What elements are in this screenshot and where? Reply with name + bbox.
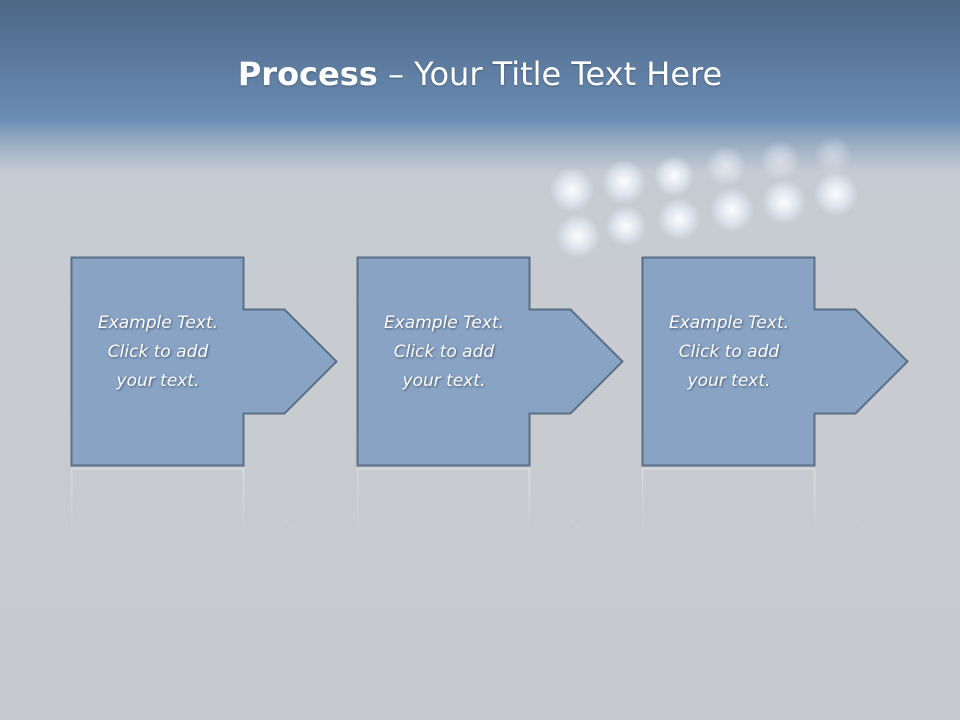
process-step-1[interactable]: Example Text. Click to add your text. [70, 256, 341, 467]
step-1-line-1: Example Text. [97, 313, 219, 333]
step-3-line-1: Example Text. [668, 313, 790, 333]
step-3-reflection [642, 468, 875, 538]
step-3-arrow-shape [641, 256, 909, 467]
step-3-text[interactable]: Example Text. Click to add your text. [644, 309, 814, 396]
step-2-text[interactable]: Example Text. Click to add your text. [359, 309, 529, 396]
step-2-line-2: Click to add [393, 342, 495, 362]
step-2-line-1: Example Text. [383, 313, 505, 333]
step-3-line-3: your text. [687, 371, 771, 391]
step-2-reflection [357, 468, 590, 538]
title-bold-part: Process [237, 55, 378, 93]
step-2-arrow-shape [356, 256, 624, 467]
slide-title[interactable]: Process – Your Title Text Here [0, 52, 960, 96]
step-1-text[interactable]: Example Text. Click to add your text. [73, 309, 243, 396]
process-step-2[interactable]: Example Text. Click to add your text. [356, 256, 627, 467]
title-rest-part: – Your Title Text Here [377, 55, 723, 93]
step-2-line-3: your text. [402, 371, 486, 391]
step-3-line-2: Click to add [678, 342, 780, 362]
step-1-line-2: Click to add [107, 342, 209, 362]
process-step-3[interactable]: Example Text. Click to add your text. [641, 256, 912, 467]
step-1-reflection [71, 468, 304, 538]
stage-lights-decoration [540, 136, 870, 260]
step-1-arrow-shape [70, 256, 338, 467]
step-1-line-3: your text. [116, 371, 200, 391]
